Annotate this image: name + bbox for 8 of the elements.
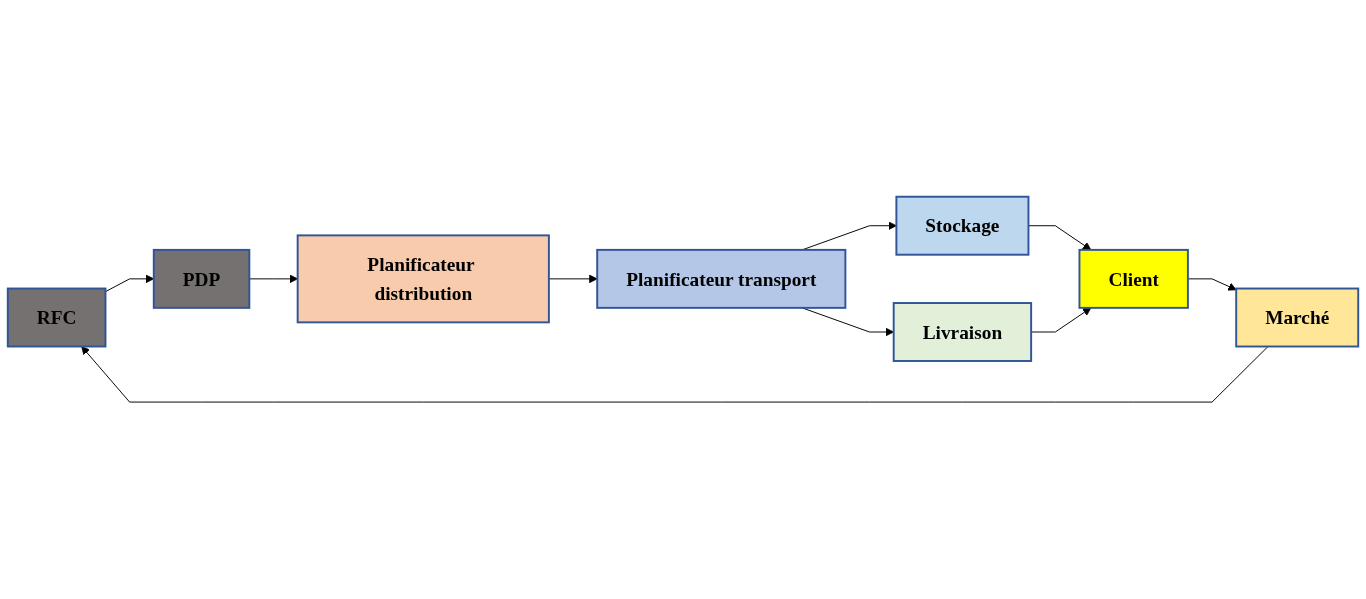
node-box: Stockage: [895, 195, 1030, 256]
node-box: Livraison: [892, 302, 1033, 363]
node-box: Planificateur distribution: [296, 234, 550, 324]
node-box: RFC: [6, 287, 107, 348]
node-box: Client: [1078, 249, 1189, 309]
node-box: Marché: [1235, 287, 1360, 348]
node-box: PDP: [152, 249, 251, 309]
node-box: Planificateur transport: [596, 249, 847, 309]
